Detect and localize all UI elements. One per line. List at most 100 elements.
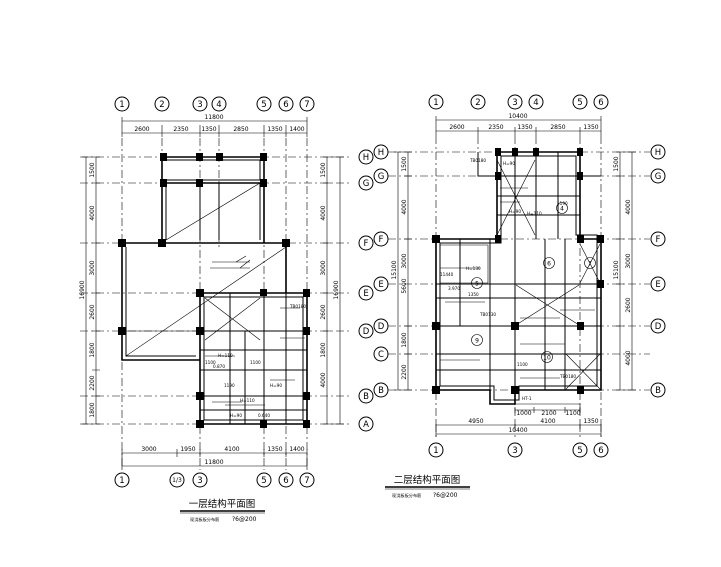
plan2-slab-mark: 10 [543, 355, 551, 362]
plan1-dim-top: 1350 [201, 126, 216, 133]
plan2-label: TB0180 [469, 158, 486, 163]
plan1-dim-left: 4000 [89, 205, 96, 220]
plan1-dim-top: 2600 [134, 126, 149, 133]
plan1-label: 1190 [224, 383, 235, 388]
plan2-annotations: H=90 H=110 H=130 H=90 1350 3.970 11440 1… [440, 158, 595, 401]
plan2-right-dimensions: 1500 4000 3000 2600 4000 15100 [613, 151, 636, 391]
plan2-axis-bottom-3: 3 [512, 446, 517, 456]
plan1-first-floor-structural-plan: 1 2 3 4 5 6 7 11800 2600 2350 1350 2850 … [79, 96, 374, 523]
plan1-dim-right: 4000 [320, 372, 327, 387]
plan2-dim-top: 2600 [449, 124, 464, 131]
plan2-dim-bottom: 4950 [468, 418, 483, 425]
plan1-axis-right-F: F [364, 239, 369, 249]
plan2-dim-top: 2350 [488, 124, 503, 131]
plan2-axis-left-B: B [378, 386, 384, 396]
plan2-slab-marks: 4 5 6 7 9 10 [471, 202, 596, 363]
plan2-dim-right: 4000 [625, 199, 632, 214]
plan2-label: 11440 [440, 272, 454, 277]
plan1-axis-top-6: 6 [283, 100, 288, 110]
plan2-axis-left-C: C [378, 350, 384, 360]
plan2-bottom-axis-bubbles: 1 3 5 6 [428, 442, 609, 458]
plan1-axis-bottom-7: 7 [304, 476, 309, 486]
plan1-dim-left: 1500 [89, 162, 96, 177]
plan2-dim-top: 2850 [550, 124, 565, 131]
plan1-label: TB0180 [289, 304, 306, 309]
plan2-axis-top-2: 2 [475, 98, 480, 108]
plan1-axis-bottom-1: 1 [119, 476, 124, 486]
plan1-dim-left: 1800 [89, 402, 96, 417]
plan1-right-dimensions: 1500 4000 3000 2600 1800 4000 16900 [320, 156, 344, 425]
plan2-label: TB0180 [559, 374, 576, 379]
plan1-dim-right: 3000 [320, 260, 327, 275]
plan1-dim-bottom: 4100 [224, 446, 239, 453]
plan1-axis-top-1: 1 [119, 100, 124, 110]
plan1-dim-left: 2600 [89, 304, 96, 319]
plan1-label: H=110 [218, 353, 233, 358]
plan2-slab-mark: 7 [588, 261, 592, 268]
plan2-label: 3.970 [448, 286, 460, 291]
plan2-left-axis-bubbles: H G F E D C B [373, 144, 389, 398]
plan2-axis-bottom-6: 6 [598, 446, 603, 456]
plan1-label: 1100 [205, 360, 216, 365]
plan1-title-block: 一层结构平面图 现浇板板分布筋 ?6@200 [180, 498, 265, 523]
plan1-axis-right-A: A [363, 420, 369, 430]
plan2-axis-bottom-5: 5 [577, 446, 582, 456]
plan2-slab-mark: 6 [547, 261, 551, 268]
plan2-top-axis-bubbles: 1 2 3 4 5 6 [428, 94, 609, 110]
plan1-dim-bottom: 1400 [289, 446, 304, 453]
plan2-label: H=110 [527, 211, 542, 216]
plan1-axis-top-2: 2 [159, 100, 164, 110]
plan1-dim-top: 2350 [173, 126, 188, 133]
plan2-label: H=90 [503, 161, 515, 166]
plan2-axis-left-D: D [378, 322, 385, 332]
plan1-dim-top-total: 11800 [204, 114, 223, 121]
plan1-axis-right-H: H [363, 153, 369, 163]
plan1-label: H=90 [270, 383, 282, 388]
plan1-dim-bottom: 1350 [267, 446, 282, 453]
plan2-dim-left: 4000 [401, 199, 408, 214]
plan1-axis-top-4: 4 [216, 100, 221, 110]
plan1-dim-right: 4000 [320, 205, 327, 220]
plan2-slab-mark: 4 [560, 206, 564, 213]
plan1-top-dimensions: 11800 2600 2350 1350 2850 1350 1400 [121, 114, 308, 137]
plan2-axis-right-E: E [655, 280, 660, 290]
plan2-axis-bottom-1: 1 [433, 446, 438, 456]
plan1-dim-left: 1800 [89, 342, 96, 357]
plan2-axis-left-H: H [378, 148, 384, 158]
plan1-bottom-dimensions: 3000 1950 4100 1350 1400 11800 [121, 446, 308, 469]
plan2-label: H=130 [466, 266, 481, 271]
plan2-dim-left-total: 15100 [391, 260, 398, 279]
plan2-dim-left: 1800 [401, 332, 408, 347]
plan2-bottom-dimensions: 1000 2100 1100 4950 4100 1350 10400 [435, 407, 602, 437]
plan1-label: 0.870 [213, 364, 225, 369]
plan2-dim-bottom: 4100 [540, 418, 555, 425]
plan1-bottom-axis-bubbles: 1 1/3 3 5 6 7 [114, 472, 315, 488]
plan1-title: 一层结构平面图 [189, 498, 256, 510]
plan2-dim-bottom: 1350 [583, 418, 598, 425]
plan1-dim-top: 1350 [267, 126, 282, 133]
plan2-top-dimensions: 10400 2600 2350 1350 2850 1350 [435, 113, 602, 136]
plan1-annotations: H=110 1100 0.870 H=90 1190 0.640 H=90 11… [205, 304, 306, 418]
plan2-dim-bottom-inner: 1000 [516, 410, 531, 417]
plan2-slab-mark: 9 [475, 338, 479, 345]
plan1-dim-bottom: 3000 [141, 446, 156, 453]
plan1-axis-top-3: 3 [197, 100, 202, 110]
plan1-dim-right: 2600 [320, 304, 327, 319]
plan1-dim-right: 1800 [320, 342, 327, 357]
plan2-axis-top-3: 3 [512, 98, 517, 108]
plan1-right-axis-bubbles: H G F E D B A [358, 149, 374, 432]
plan2-columns [432, 148, 604, 394]
plan1-label: 1100 [250, 360, 261, 365]
plan2-slab-mark: 5 [475, 281, 479, 288]
plan2-axis-top-1: 1 [433, 98, 438, 108]
plan2-right-axis-bubbles: H G F E D B [650, 144, 666, 398]
plan2-label: TB0130 [479, 312, 496, 317]
plan2-note-value: ?6@200 [433, 492, 458, 499]
plan1-label: H=90 [230, 413, 242, 418]
plan2-dim-top-total: 10400 [508, 113, 527, 120]
plan2-label: 1100 [517, 362, 528, 367]
plan1-axis-bottom-5: 5 [261, 476, 266, 486]
plan1-dim-left-total: 16900 [79, 280, 86, 299]
plan2-axis-right-B: B [655, 386, 661, 396]
plan2-dim-left: 2200 [401, 364, 408, 379]
